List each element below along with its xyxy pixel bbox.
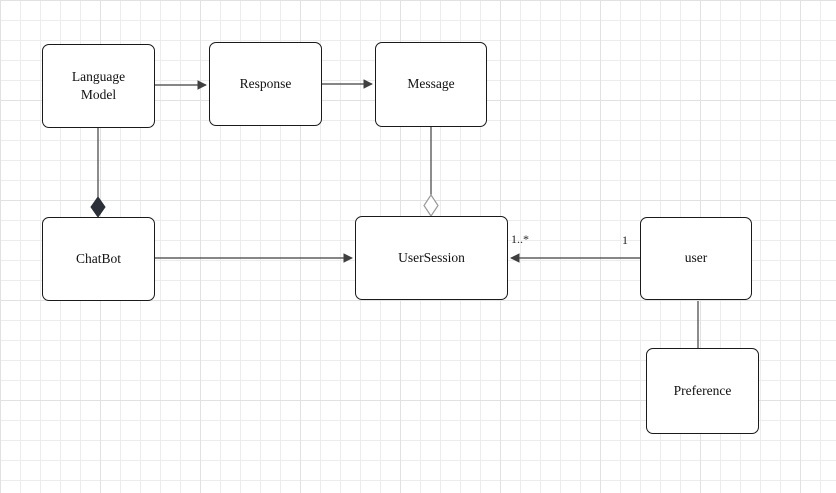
node-label: Response bbox=[239, 75, 292, 91]
node-label: user bbox=[684, 250, 708, 266]
aggregation-diamond-icon bbox=[423, 193, 439, 218]
composition-diamond-icon bbox=[90, 196, 106, 218]
multiplicity-target-label: 1..* bbox=[511, 232, 529, 246]
node-user[interactable]: user bbox=[640, 217, 752, 300]
multiplicity-source-label: 1 bbox=[622, 233, 628, 247]
node-label: ChatBot bbox=[75, 250, 121, 266]
node-chatbot[interactable]: ChatBot bbox=[42, 217, 155, 301]
edge-languagemodel-chatbot[interactable] bbox=[90, 128, 106, 218]
node-message[interactable]: Message bbox=[375, 42, 487, 127]
node-label: Message bbox=[407, 76, 455, 92]
edge-message-usersession[interactable] bbox=[423, 127, 439, 218]
node-preference[interactable]: Preference bbox=[646, 348, 759, 434]
node-language-model[interactable]: Language Model bbox=[42, 44, 155, 128]
node-label: UserSession bbox=[398, 249, 465, 265]
node-usersession[interactable]: UserSession bbox=[355, 216, 508, 300]
node-response[interactable]: Response bbox=[209, 42, 322, 126]
node-label: Language Model bbox=[71, 68, 126, 102]
node-label: Preference bbox=[673, 382, 732, 398]
